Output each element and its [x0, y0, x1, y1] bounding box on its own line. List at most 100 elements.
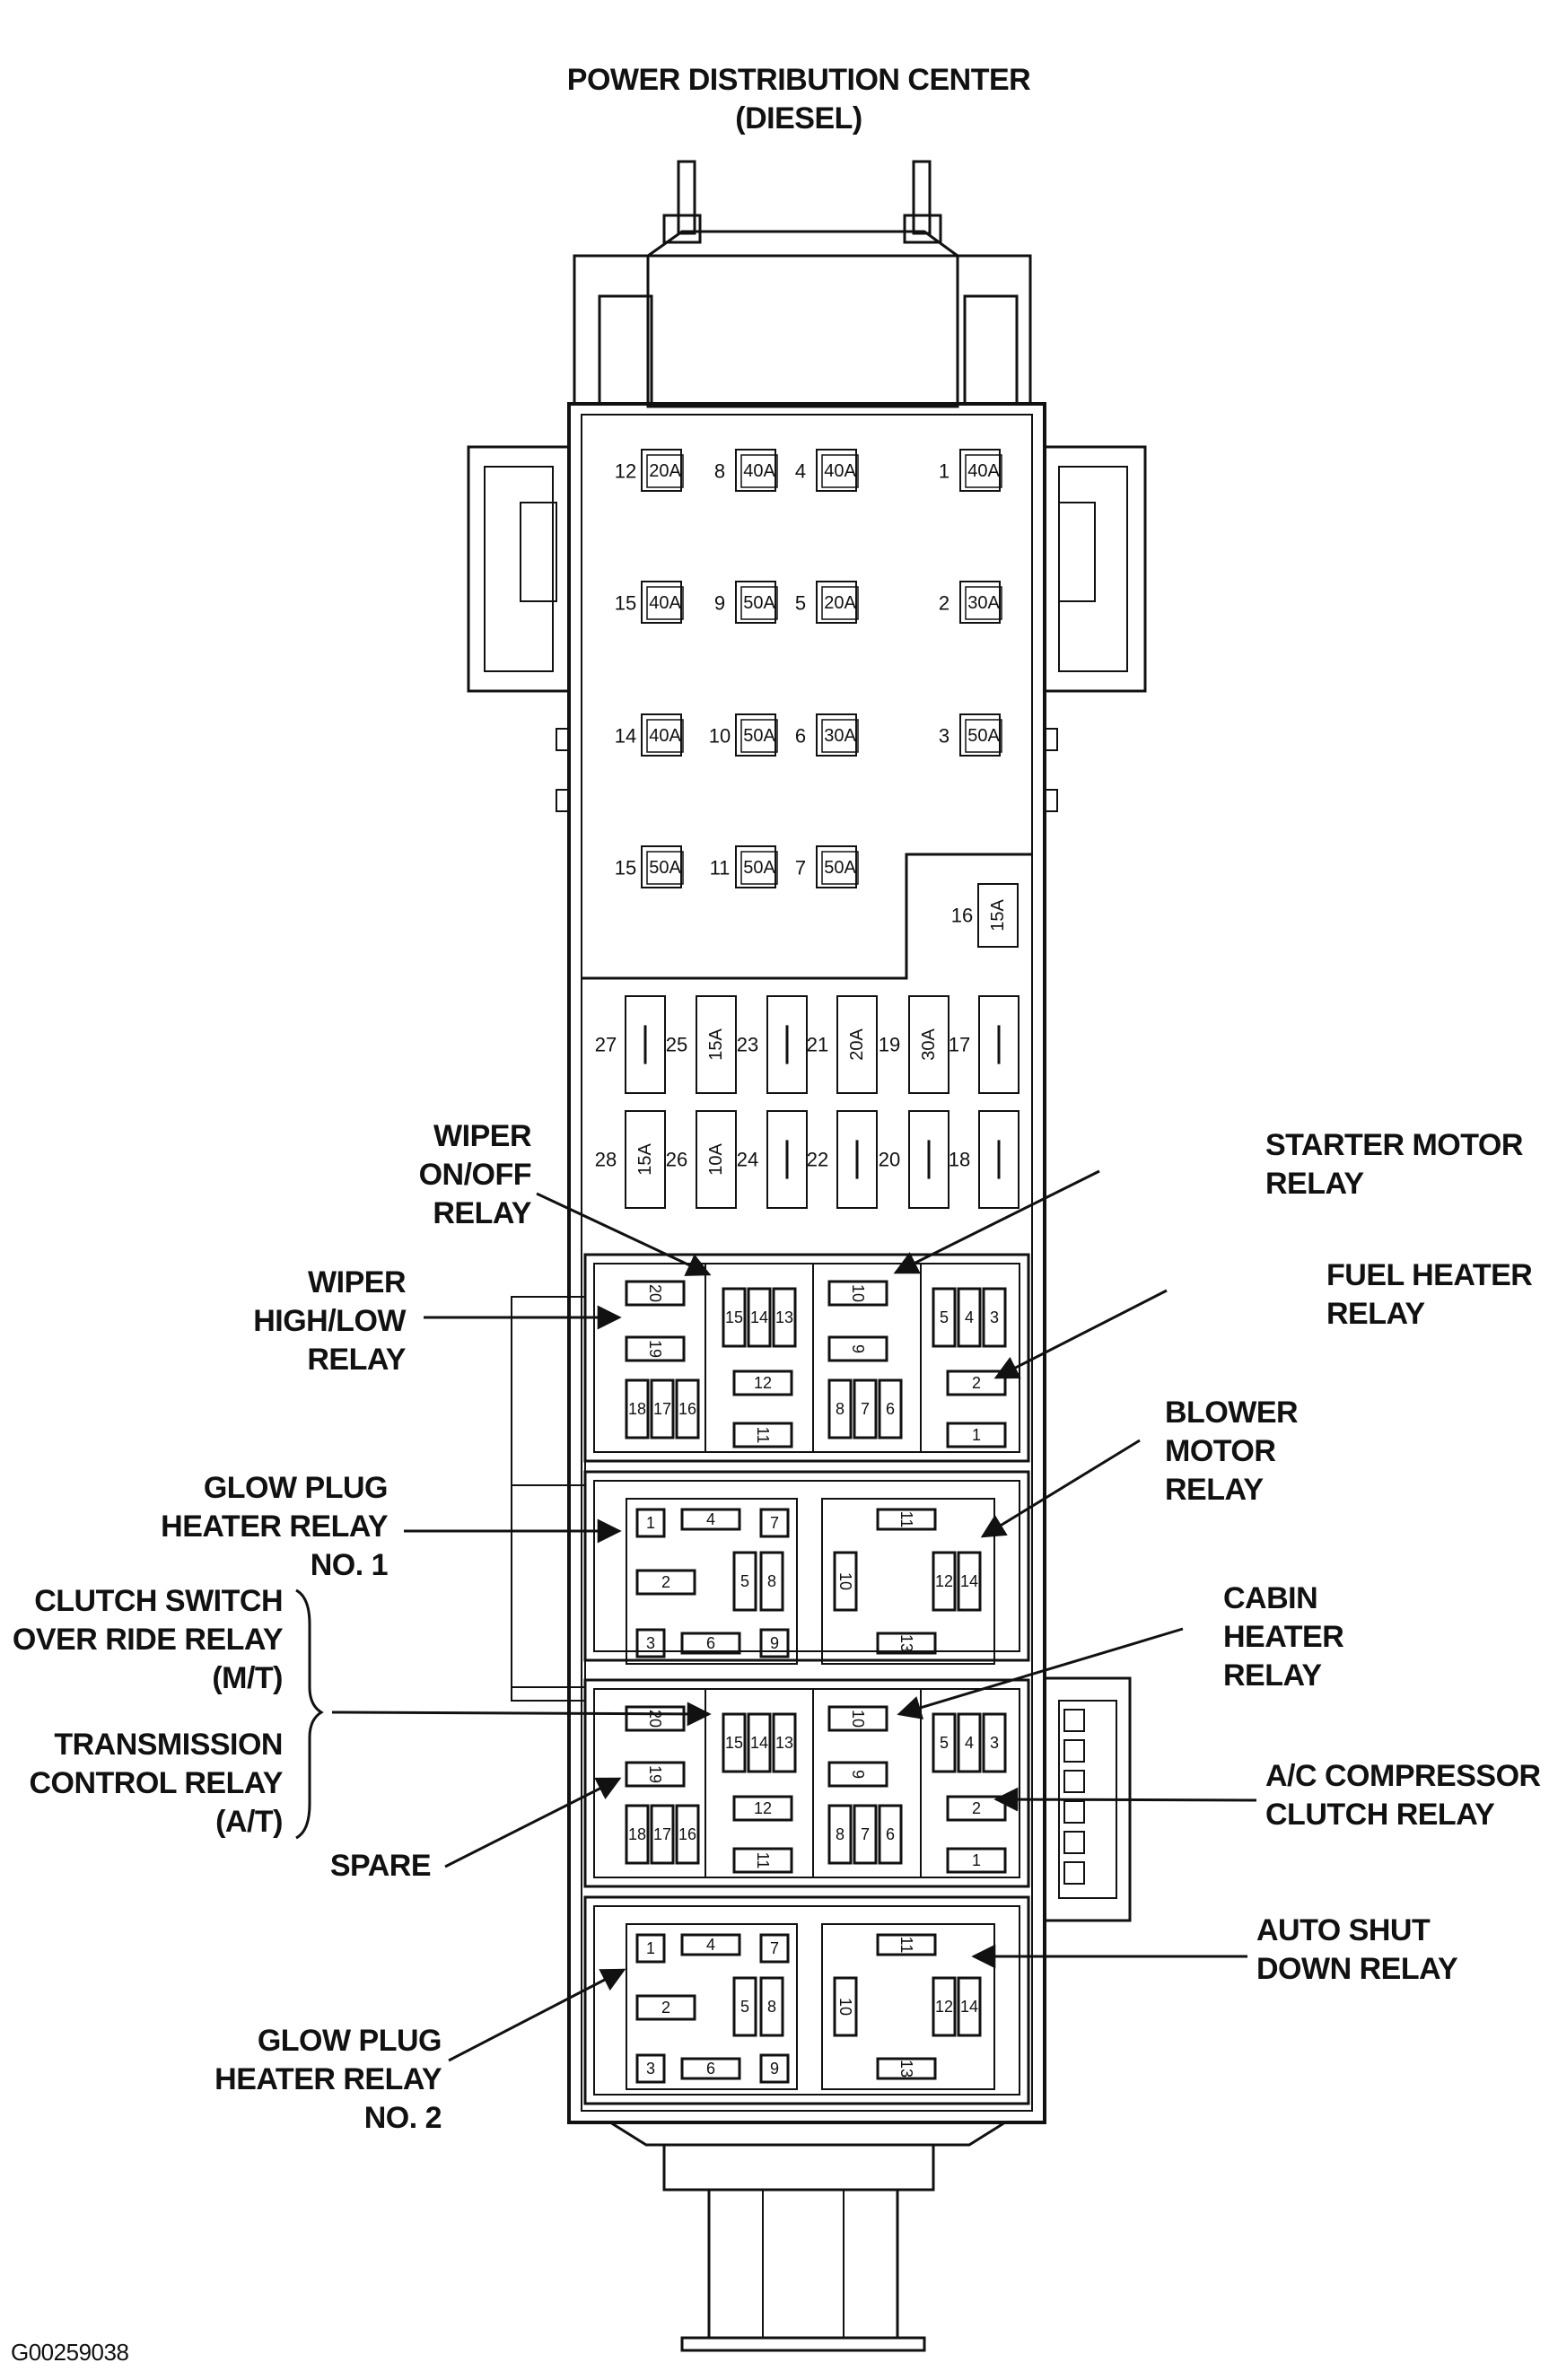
side-tab-right-1: [1044, 789, 1058, 812]
fuse-box-inner: [646, 586, 684, 620]
relay-pin: [932, 1551, 957, 1612]
fuse-number: 2: [939, 592, 950, 615]
relay-pin-label: 2: [972, 1799, 981, 1817]
relay-pin: [876, 1933, 937, 1956]
leader-glow-plug-2: [448, 1968, 626, 2062]
fuse-rating: 40A: [824, 461, 856, 481]
mini-fuse-number: 19: [879, 1034, 900, 1056]
relay-pin: [759, 2053, 790, 2084]
relay-pin-label: 19: [646, 1340, 664, 1358]
relay-pin-label: 8: [767, 1572, 776, 1590]
relay-pin-label: 18: [628, 1400, 646, 1418]
fuse-box: [816, 581, 857, 624]
fuse-box: [959, 713, 1001, 757]
fuse-rating: 30A: [824, 726, 856, 746]
relay-pin-label: 15: [725, 1308, 743, 1326]
relay-pin: [625, 1280, 686, 1307]
leader-ac-compressor: [993, 1787, 1257, 1812]
page-title: POWER DISTRIBUTION CENTER (DIESEL): [505, 61, 1092, 138]
leader-wiper-onoff: [536, 1192, 712, 1276]
fuse-rating: 50A: [743, 858, 775, 878]
fuse-box: [816, 713, 857, 757]
fuse-box-inner: [646, 454, 684, 488]
relay-pin: [878, 1804, 903, 1865]
fuse-box: [735, 581, 776, 624]
relay-pin-label: 13: [897, 2060, 915, 2078]
leader-blower-motor: [980, 1439, 1141, 1538]
leader-cabin-heater: [897, 1627, 1184, 1719]
label-fuel-heater-relay: FUEL HEATER RELAY: [1326, 1258, 1533, 1331]
right-connector-pin-2: [1063, 1770, 1085, 1793]
fuse-box: [735, 449, 776, 492]
fuse-rating: 50A: [649, 858, 681, 878]
relay-pin-label: 12: [935, 1572, 953, 1590]
relay-pin-label: 7: [861, 1400, 870, 1418]
relay-pin-label: 20: [646, 1710, 664, 1728]
label-spare: SPARE: [329, 1849, 432, 1883]
title-line-1: POWER DISTRIBUTION CENTER: [566, 63, 1031, 97]
leader-fuel-heater: [993, 1289, 1168, 1379]
mini-fuse-rating: 30A: [919, 1028, 939, 1061]
relay-pin-label: 9: [849, 1770, 867, 1779]
label-transmission-relay: TRANSMISSION CONTROL RELAY (A/T): [29, 1728, 283, 1839]
fuse-box: [641, 581, 682, 624]
label-auto-shutdown-relay: AUTO SHUT DOWN RELAY: [1256, 1913, 1458, 1986]
relay-pin: [827, 1761, 888, 1788]
relay-pin-label: 19: [646, 1765, 664, 1783]
relay-pin-label: 9: [849, 1344, 867, 1353]
side-tab-left-1: [556, 789, 570, 812]
relay-pin: [932, 1976, 957, 2037]
relay-pin-label: 5: [740, 1998, 749, 2016]
relay-pin: [876, 2057, 937, 2080]
relay-pin: [732, 1422, 793, 1448]
fuse-number: 4: [795, 460, 806, 483]
relay-pin-label: 15: [725, 1734, 743, 1752]
relay-pin: [675, 1378, 700, 1439]
fuse-number: 15: [615, 592, 636, 615]
mini-fuse-number: 23: [737, 1034, 758, 1056]
relay-pin: [625, 1804, 650, 1865]
fuse-number: 11: [710, 857, 731, 879]
relay-pin-label: 3: [646, 1634, 655, 1652]
fuse-rating: 40A: [649, 726, 681, 746]
relay-pin: [827, 1705, 888, 1732]
relay-pin: [759, 1508, 790, 1538]
fuse-16-box: [977, 883, 1019, 948]
mini-fuse-box: [625, 995, 666, 1094]
relay-pin-label: 12: [754, 1374, 772, 1392]
relay-pin-label: 14: [750, 1734, 768, 1752]
relay-pin: [635, 2053, 666, 2084]
relay-pin: [747, 1712, 772, 1773]
relay-pin-label: 2: [661, 1573, 670, 1591]
mini-fuse-number: 26: [666, 1149, 687, 1171]
side-bracket-left-post: [520, 502, 557, 602]
relay-pin-label: 20: [646, 1284, 664, 1302]
mini-fuse-number: 17: [949, 1034, 970, 1056]
mini-fuse-number: 21: [807, 1034, 828, 1056]
relay-pin-label: 3: [990, 1308, 999, 1326]
mini-fuse-number: 24: [737, 1149, 758, 1171]
relay-pin: [759, 1628, 790, 1658]
mini-fuse-box: [908, 995, 950, 1094]
relay-pin-label: 1: [646, 1514, 655, 1532]
side-tab-left-0: [556, 728, 570, 751]
mini-fuse-box: [766, 995, 808, 1094]
relay-pin: [827, 1378, 853, 1439]
relay-pin: [722, 1287, 747, 1348]
relay-pin: [876, 1508, 937, 1531]
relay-pin: [747, 1287, 772, 1348]
fuse-rating: 40A: [967, 461, 1000, 481]
fuse-number: 1: [939, 460, 950, 483]
relay-pin-label: 8: [767, 1998, 776, 2016]
side-tab-right-0: [1044, 728, 1058, 751]
fuse-rating: 50A: [824, 858, 856, 878]
relay-pin: [772, 1712, 797, 1773]
label-clutch-switch-relay: CLUTCH SWITCH OVER RIDE RELAY (M/T): [12, 1584, 284, 1695]
relay-pin-label: 16: [678, 1400, 696, 1418]
label-glow-plug-relay-2: GLOW PLUG HEATER RELAY NO. 2: [214, 2024, 442, 2135]
relay-pin-label: 1: [972, 1851, 981, 1869]
top-post-left-base: [662, 214, 702, 244]
relay-pin-label: 4: [965, 1308, 974, 1326]
relay-pin: [827, 1280, 888, 1307]
